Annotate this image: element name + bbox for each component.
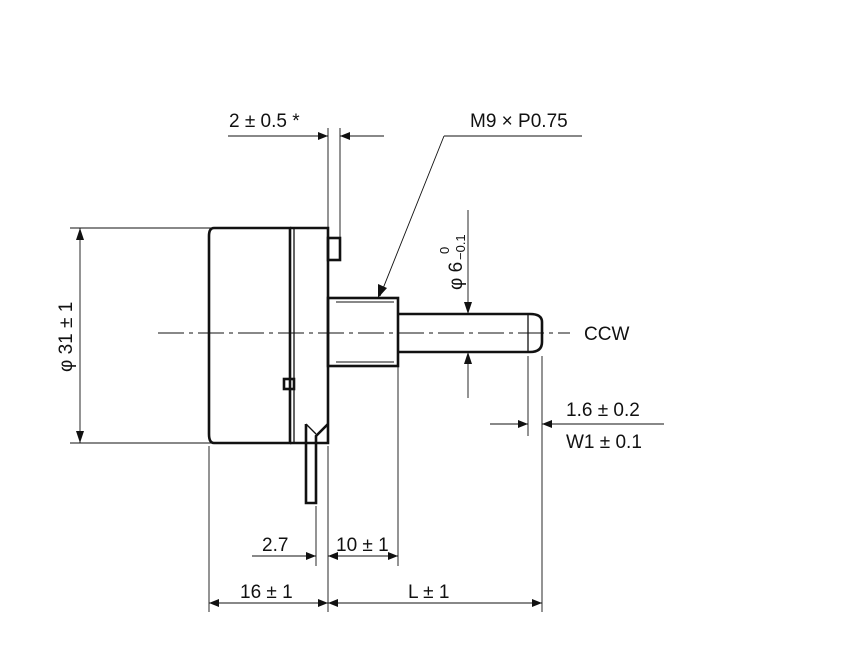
shaft-gap-label: 2 ± 0.5 *: [229, 111, 300, 132]
shaft-length-label: L ± 1: [408, 582, 449, 603]
potentiometer-body: [207, 226, 342, 505]
dimension-lines: [70, 128, 664, 612]
mount-offset-label: 2.7: [262, 535, 288, 556]
body-depth-label: 16 ± 1: [240, 582, 293, 603]
thread-length-label: 10 ± 1: [336, 535, 389, 556]
body-diameter-label: φ 31 ± 1: [56, 302, 77, 372]
shaft-diameter-tol-upper: 0: [437, 247, 452, 254]
direction-label: CCW: [584, 324, 629, 345]
shaft-diameter-label: φ 6: [446, 262, 467, 290]
shaft-diameter-tol-lower: −0.1: [453, 234, 468, 260]
flat-width-label: W1 ± 0.1: [566, 432, 642, 453]
bushing-and-shaft: [326, 296, 544, 368]
flat-depth-label: 1.6 ± 0.2: [566, 400, 640, 421]
thread-label: M9 × P0.75: [470, 111, 568, 132]
